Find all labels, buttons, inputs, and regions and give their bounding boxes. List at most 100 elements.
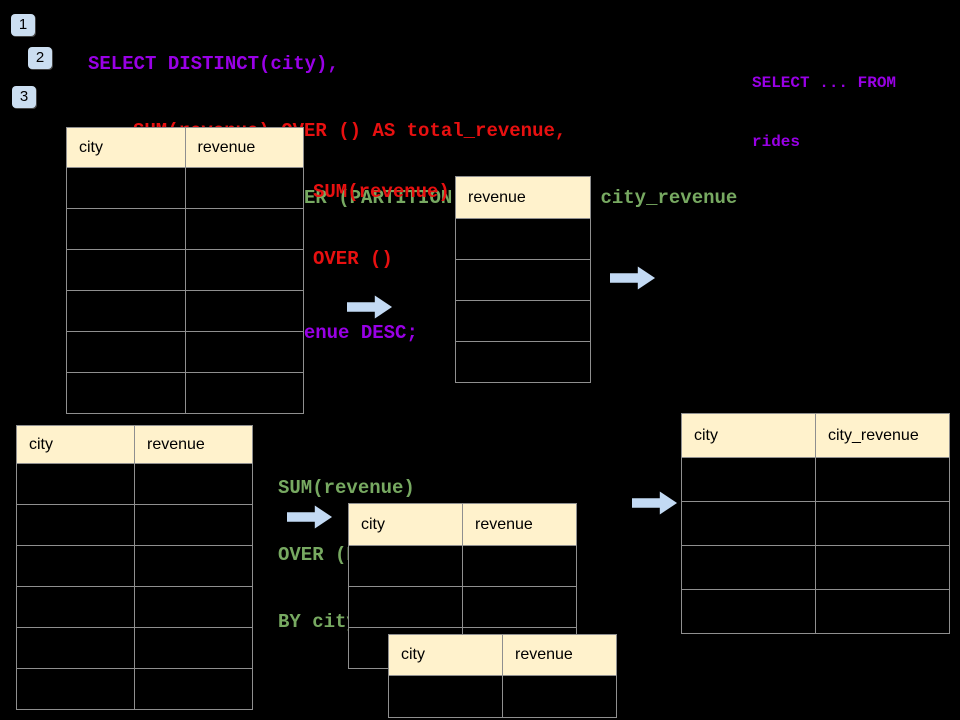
empty-cell [16,504,135,546]
column-header: city [388,634,503,676]
empty-cell [348,586,463,628]
column-header: revenue [462,503,577,546]
empty-cell [455,300,591,342]
table-row [681,545,950,590]
table-row [681,501,950,546]
empty-cell [134,668,253,710]
empty-cell [455,218,591,260]
table-row [66,249,304,291]
label-total-line-2: OVER () [313,248,393,271]
empty-cell [815,545,950,590]
arrow-right-icon [287,505,333,529]
table-row [66,290,304,332]
empty-cell [462,545,577,587]
side-note-line-1: SELECT ... FROM [752,74,897,92]
empty-cell [681,501,816,546]
table-row [66,331,304,373]
table-row [388,675,617,718]
column-header: revenue [134,425,253,464]
arrow-right-icon [347,295,393,319]
empty-cell [16,627,135,669]
empty-cell [455,341,591,383]
table-row [66,167,304,209]
column-header: city [681,413,816,458]
arrow-right-icon [632,491,678,515]
empty-cell [66,372,186,414]
empty-cell [681,589,816,634]
empty-cell [66,249,186,291]
empty-cell [184,249,304,291]
empty-cell [66,208,186,250]
table-row [455,259,591,301]
empty-cell [134,504,253,546]
side-note-select-from: SELECT ... FROM rides [752,35,896,191]
empty-cell [66,167,186,209]
empty-cell [681,457,816,502]
table-row [16,545,253,587]
table-row [16,627,253,669]
empty-cell [134,627,253,669]
column-header: revenue [455,176,591,219]
table-row [16,504,253,546]
empty-cell [16,463,135,505]
label-sum-over-total: SUM(revenue) OVER () [313,136,450,315]
empty-cell [134,545,253,587]
empty-cell [16,668,135,710]
step-badge-1: 1 [11,14,35,36]
column-header: revenue [502,634,617,676]
column-header: city [16,425,135,464]
table-row [455,218,591,260]
empty-cell [815,589,950,634]
header-row: revenue [455,176,591,219]
empty-cell [16,545,135,587]
table-row [681,457,950,502]
empty-cell [134,586,253,628]
column-header: city_revenue [815,413,950,458]
table-row [66,372,304,414]
table-row [455,300,591,342]
empty-cell [66,331,186,373]
sql-line-select: SELECT DISTINCT(city), [88,52,339,75]
table-row [348,586,577,628]
empty-cell [184,372,304,414]
empty-cell [184,208,304,250]
arrow-right-icon [610,266,656,290]
side-note-line-2: rides [752,132,801,151]
table-row [455,341,591,383]
table-row [16,668,253,710]
step-badge-3: 3 [12,86,36,108]
label-partition-line-1: SUM(revenue) [278,476,415,499]
empty-cell [815,501,950,546]
column-header: revenue [184,127,304,168]
empty-cell [184,290,304,332]
empty-cell [681,545,816,590]
empty-cell [16,586,135,628]
table-row [16,463,253,505]
empty-cell [462,586,577,628]
empty-cell [455,259,591,301]
table-row [66,208,304,250]
empty-cell [348,545,463,587]
empty-cell [388,675,503,718]
table-row [16,586,253,628]
empty-cell [184,331,304,373]
empty-cell [66,290,186,332]
column-header: city [66,127,186,168]
empty-cell [184,167,304,209]
table-row [681,589,950,634]
column-header: city [348,503,463,546]
empty-cell [815,457,950,502]
step-badge-2: 2 [28,47,52,69]
empty-cell [502,675,617,718]
total-revenue-table: revenue [455,176,591,383]
